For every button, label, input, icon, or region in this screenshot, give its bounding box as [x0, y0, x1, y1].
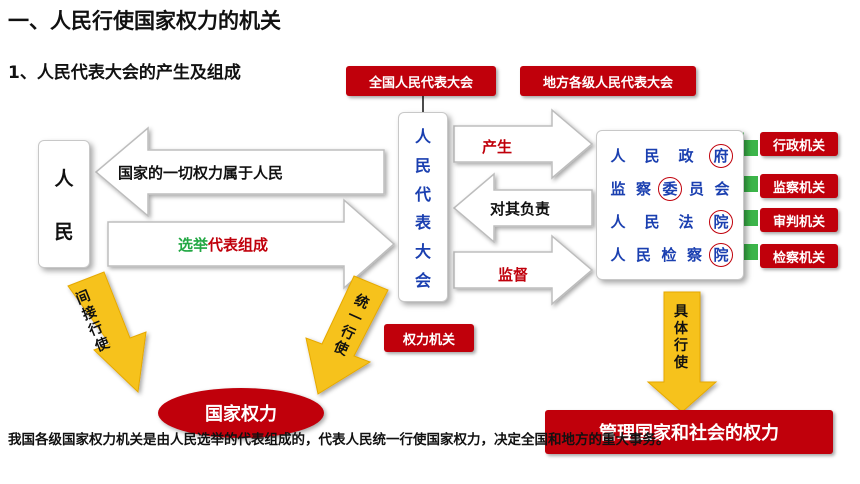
organ-row-procuratorate: 人民检察院: [607, 238, 733, 271]
organ-type-procuratorial: 检察机关: [760, 244, 838, 268]
arrow-elect: [107, 198, 396, 290]
congress-char: 会: [414, 270, 431, 290]
label-responsible: 对其负责: [490, 200, 551, 218]
organ-type-administrative: 行政机关: [760, 132, 838, 156]
power-organ-label: 权力机关: [384, 324, 474, 352]
label-elect-red: 代表组成: [208, 236, 269, 254]
summary-text: 我国各级国家权力机关是由人民选举的代表组成的，代表人民统一行使国家权力，决定全国…: [8, 432, 670, 448]
congress-char: 民: [414, 155, 431, 175]
label-elect-green: 选举: [178, 236, 209, 254]
label-elect: 选举代表组成: [178, 234, 268, 255]
organ-row-court: 人民法院: [607, 205, 733, 238]
manage-power-box: 管理国家和社会的权力: [545, 410, 833, 454]
people-char: 人: [54, 168, 74, 190]
organ-type-judicial: 审判机关: [760, 208, 838, 232]
label-produce: 产生: [482, 138, 513, 156]
label-concrete: 具 体 行 使: [674, 304, 688, 371]
section-subtitle: 1、人民代表大会的产生及组成: [8, 63, 241, 83]
organ-row-government: 人民政府: [607, 139, 733, 172]
organ-row-supervision: 监察委员会: [607, 172, 733, 205]
arrow-concrete: [646, 291, 718, 413]
arrow-supervise: [453, 234, 594, 306]
arrow-power-belongs: [94, 126, 385, 218]
state-organs-card: 人民政府 监察委员会 人民法院 人民检察院: [596, 130, 744, 280]
organ-type-supervisory: 监察机关: [760, 174, 838, 198]
arrow-unified: [305, 275, 389, 395]
page-title: 一、人民行使国家权力的机关: [8, 9, 281, 33]
state-power-oval: 国家权力: [158, 388, 324, 438]
congress-card: 人 民 代 表 大 会: [398, 112, 448, 302]
label-power-belongs: 国家的一切权力属于人民: [118, 164, 284, 182]
people-char: 民: [54, 221, 74, 243]
congress-char: 人: [414, 127, 431, 147]
national-congress-label: 全国人民代表大会: [346, 66, 496, 96]
congress-char: 大: [414, 241, 431, 261]
local-congress-label: 地方各级人民代表大会: [520, 66, 696, 96]
congress-char: 表: [414, 213, 431, 233]
arrow-produce: [453, 108, 594, 180]
arrow-responsible: [452, 172, 593, 244]
arrow-indirect: [67, 271, 147, 394]
people-card: 人 民: [38, 140, 90, 268]
label-supervise: 监督: [498, 266, 529, 284]
congress-char: 代: [414, 184, 431, 204]
